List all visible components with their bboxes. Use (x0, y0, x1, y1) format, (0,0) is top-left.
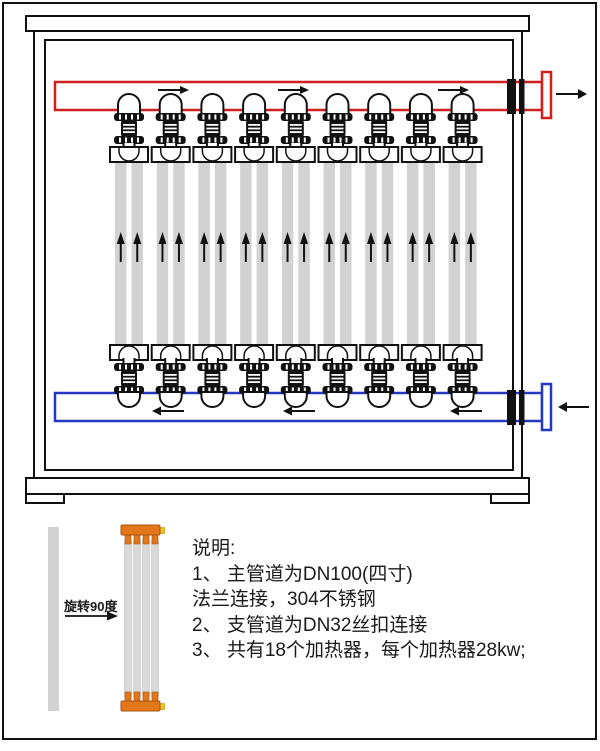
outlet-flange (540, 70, 553, 120)
element-tube (124, 539, 132, 698)
cabinet-foot-left (25, 493, 65, 504)
cabinet-base (25, 477, 530, 495)
rotate-arrow-icon (65, 611, 118, 621)
element-socket (151, 534, 159, 545)
inlet-flange (540, 382, 553, 432)
element-tube (151, 539, 159, 698)
image-border (2, 2, 597, 740)
flow-arrow-right-icon (158, 86, 189, 94)
heater-unit (150, 93, 191, 408)
element-socket (133, 691, 141, 702)
cabinet-inner-frame (44, 39, 514, 471)
heater-element-side-view (48, 527, 59, 711)
flow-arrow-right-icon (278, 86, 309, 94)
pipe-wall-seal (507, 390, 516, 425)
heater-element-front-view (120, 524, 165, 712)
note-line: 3、 共有18个加热器，每个加热器28kw; (192, 640, 526, 661)
flow-arrow-left-icon (283, 406, 315, 416)
element-tube (133, 539, 141, 698)
rotate-90-label: 旋转90度 (64, 599, 118, 614)
heater-unit (359, 93, 400, 408)
pipe-wall-seal (519, 390, 525, 425)
outlet-arrow-icon (556, 89, 587, 99)
note-line: 2、 支管道为DN32丝扣连接 (192, 614, 428, 636)
cabinet-foot-right (490, 493, 530, 504)
element-socket (124, 691, 132, 702)
element-cap-bottom (120, 700, 161, 712)
element-tube (142, 539, 150, 698)
cabinet-top-bar (25, 15, 530, 32)
pipe-wall-seal (507, 79, 516, 114)
inlet-arrow-icon (558, 402, 589, 412)
element-socket (124, 534, 132, 545)
flow-arrow-right-icon (438, 86, 469, 94)
notes-title: 说明: (192, 538, 236, 559)
pipe-wall-seal (519, 79, 525, 114)
note-line: 法兰连接，304不锈钢 (192, 589, 376, 610)
heater-unit (109, 93, 149, 408)
heater-units (109, 93, 483, 408)
element-socket (133, 534, 141, 545)
element-cap-top (120, 524, 161, 536)
element-socket (142, 534, 150, 545)
heater-unit (400, 93, 441, 408)
heater-unit (275, 93, 316, 408)
note-line: 1、 主管道为DN100(四寸) (192, 563, 413, 585)
flow-arrow-left-icon (450, 406, 482, 416)
legend-graphics (48, 524, 165, 712)
element-socket (151, 691, 159, 702)
heater-unit (317, 93, 358, 408)
flow-arrow-left-icon (152, 406, 184, 416)
element-socket (142, 691, 150, 702)
heater-unit (442, 93, 483, 408)
heater-unit (192, 93, 233, 408)
heater-unit (234, 93, 275, 408)
notes-block: 说明: 1、 主管道为DN100(四寸) 法兰连接，304不锈钢 2、 支管道为… (192, 536, 582, 664)
